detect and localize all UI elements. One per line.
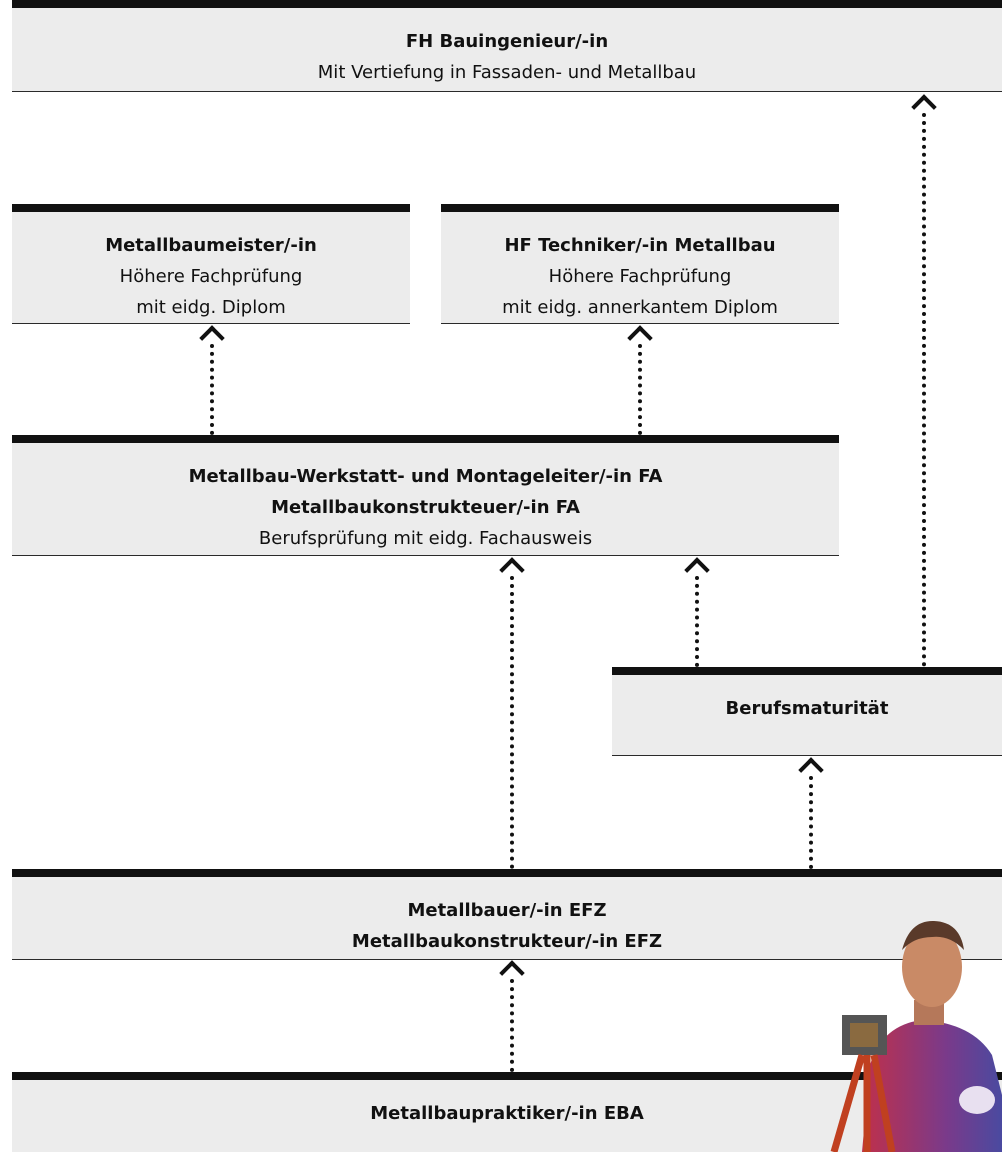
box-hf-techniker: HF Techniker/-in Metallbau Höhere Fachpr… [441, 204, 839, 324]
box-berufsmaturitaet: Berufsmaturität [612, 667, 1002, 756]
box-fa-line1: Berufsprüfung mit eidg. Fachausweis [258, 528, 593, 549]
connector-fa-to-hf [638, 344, 642, 435]
chevron-up-icon [627, 325, 653, 351]
box-fh-title: FH Bauingenieur/-in [405, 31, 609, 52]
connector-fa-to-meister [210, 344, 214, 435]
box-efz: Metallbauer/-in EFZ Metallbaukonstrukteu… [12, 869, 1002, 960]
chevron-up-icon [798, 757, 824, 783]
chevron-up-icon [199, 325, 225, 351]
connector-bm-to-fa [695, 576, 699, 667]
chevron-up-icon [499, 960, 525, 986]
box-fh-bauingenieur: FH Bauingenieur/-in Mit Vertiefung in Fa… [12, 0, 1002, 92]
box-hf-line2: mit eidg. annerkantem Diplom [502, 297, 778, 318]
connector-bm-to-fh [922, 113, 926, 667]
box-fa-title2: Metallbaukonstrukteuer/-in FA [271, 497, 580, 518]
box-hf-line1: Höhere Fachprüfung [548, 266, 732, 287]
connector-eba-to-efz [510, 979, 514, 1072]
box-metallbaumeister: Metallbaumeister/-in Höhere Fachprüfung … [12, 204, 410, 324]
box-hf-title: HF Techniker/-in Metallbau [504, 235, 776, 256]
chevron-up-icon [499, 557, 525, 583]
box-fh-subtitle: Mit Vertiefung in Fassaden- und Metallba… [317, 62, 697, 83]
chevron-up-icon [911, 94, 937, 120]
connector-efz-to-bm [809, 776, 813, 869]
box-meister-title: Metallbaumeister/-in [105, 235, 317, 256]
box-meister-line1: Höhere Fachprüfung [119, 266, 303, 287]
box-efz-title2: Metallbaukonstrukteur/-in EFZ [351, 931, 663, 952]
box-efz-title1: Metallbauer/-in EFZ [407, 900, 607, 921]
box-meister-line2: mit eidg. Diplom [136, 297, 286, 318]
chevron-up-icon [684, 557, 710, 583]
box-bm-title: Berufsmaturität [725, 698, 889, 719]
box-fachausweis: Metallbau-Werkstatt- und Montageleiter/-… [12, 435, 839, 556]
connector-efz-to-fa [510, 576, 514, 869]
box-eba-title: Metallbaupraktiker/-in EBA [370, 1103, 644, 1124]
box-fa-title1: Metallbau-Werkstatt- und Montageleiter/-… [188, 466, 663, 487]
person-photo [830, 920, 1002, 1152]
